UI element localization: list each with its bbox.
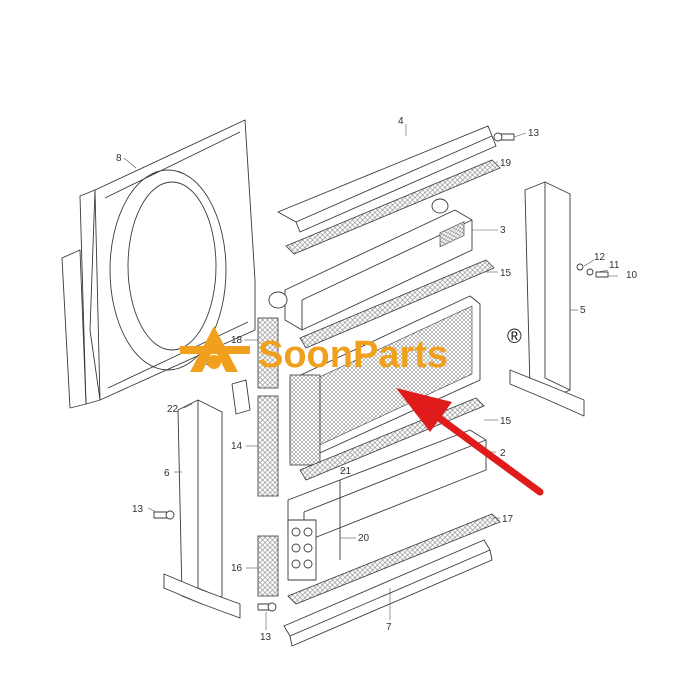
radiator-core bbox=[289, 295, 481, 466]
callout-13-top: 13 bbox=[528, 128, 540, 139]
bolt-13-top bbox=[493, 132, 515, 142]
callout-14: 14 bbox=[231, 441, 243, 452]
callout-21: 21 bbox=[340, 466, 352, 477]
bolt-13-left bbox=[153, 510, 175, 520]
registered-mark: ® bbox=[507, 326, 522, 348]
pointer-arrow bbox=[396, 388, 544, 496]
callout-19: 19 bbox=[500, 158, 512, 169]
callout-13-left: 13 bbox=[132, 504, 144, 515]
top-tank bbox=[268, 198, 473, 331]
mesh-strip-14 bbox=[257, 395, 279, 497]
callout-12: 12 bbox=[594, 252, 606, 263]
lower-bracket bbox=[283, 539, 493, 647]
callout-2: 2 bbox=[500, 448, 506, 459]
gear-person-icon bbox=[180, 326, 250, 372]
callout-15-upper: 15 bbox=[500, 268, 512, 279]
callout-20: 20 bbox=[358, 533, 370, 544]
mesh-seal-17 bbox=[287, 513, 501, 605]
callout-11: 11 bbox=[609, 260, 620, 271]
callout-7: 7 bbox=[386, 622, 392, 633]
mesh-strip-18 bbox=[257, 317, 279, 389]
callout-4: 4 bbox=[398, 116, 404, 127]
callout-18: 18 bbox=[231, 335, 243, 346]
callout-10: 10 bbox=[626, 270, 638, 281]
callout-22: 22 bbox=[167, 404, 179, 415]
mesh-seal-19 bbox=[285, 159, 501, 255]
callout-5: 5 bbox=[580, 305, 586, 316]
callout-16: 16 bbox=[231, 563, 243, 574]
callout-3: 3 bbox=[500, 225, 506, 236]
callout-17: 17 bbox=[502, 514, 514, 525]
callout-13-bottom: 13 bbox=[260, 632, 272, 643]
upper-bracket bbox=[277, 125, 497, 233]
callout-8: 8 bbox=[116, 153, 122, 164]
mesh-seal-15-upper bbox=[299, 259, 495, 349]
small-bracket bbox=[231, 379, 251, 415]
bolt-13-bottom bbox=[257, 602, 277, 612]
fittings-10-11-12 bbox=[576, 263, 609, 278]
callout-6: 6 bbox=[164, 468, 170, 479]
brand-name: SoonParts bbox=[258, 334, 448, 376]
mesh-strip-16 bbox=[257, 535, 279, 597]
right-side-support bbox=[509, 181, 585, 417]
callout-15-lower: 15 bbox=[500, 416, 512, 427]
lower-tank bbox=[287, 429, 487, 581]
left-side-support bbox=[163, 399, 241, 619]
brand-watermark: SoonParts ® bbox=[180, 326, 522, 376]
